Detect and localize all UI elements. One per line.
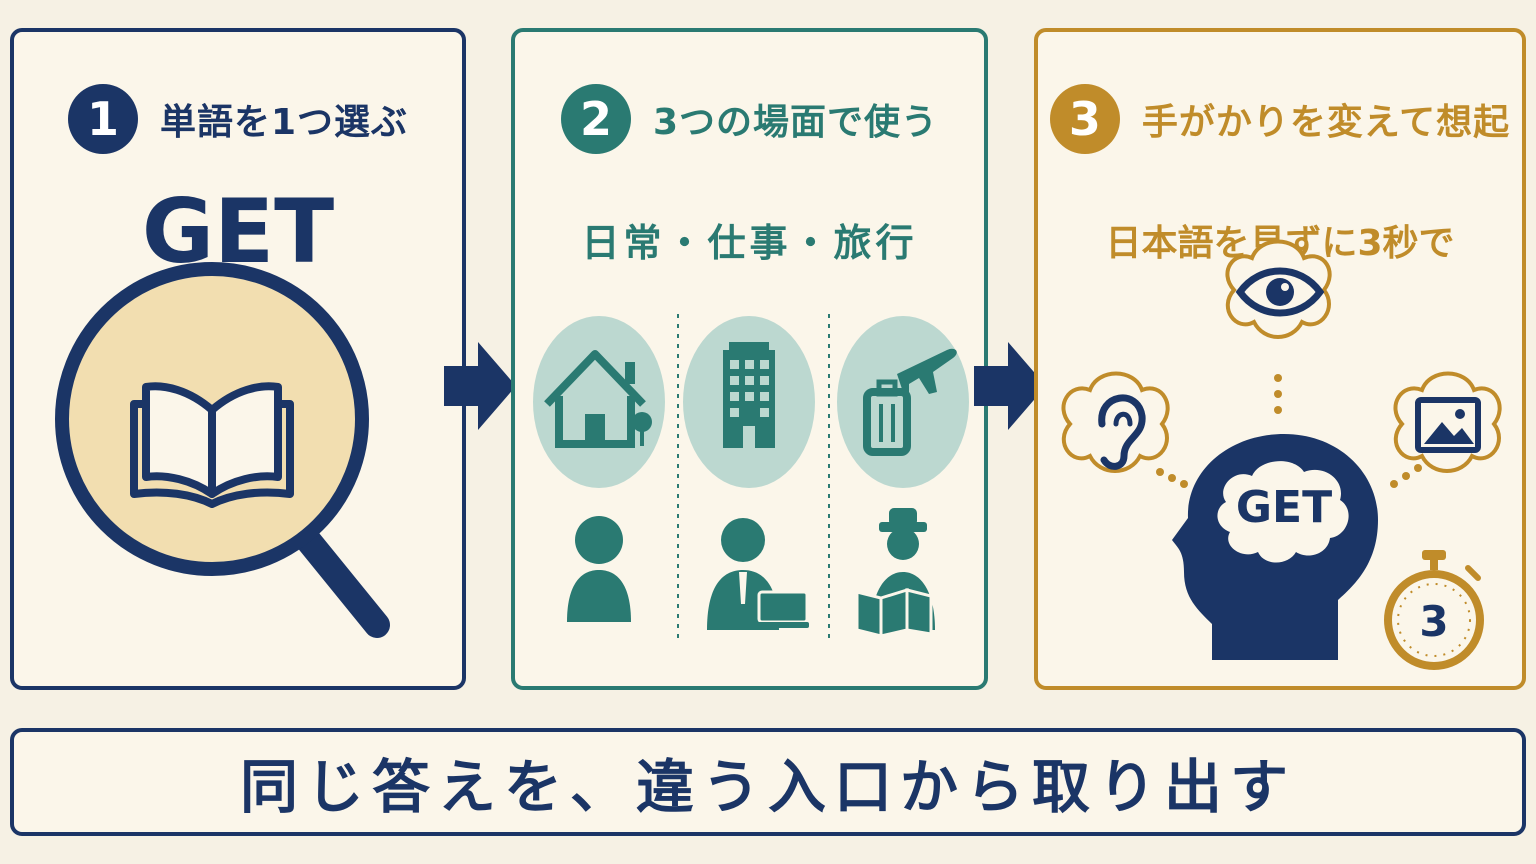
step-3-panel: 3 手がかりを変えて想起 日本語を見ずに3秒で (1034, 28, 1526, 690)
eye-icon (1225, 239, 1332, 339)
step-1-title: 単語を1つ選ぶ (159, 102, 409, 143)
arrow-right-icon (444, 342, 516, 430)
step-1-number-badge: 1 (67, 84, 138, 154)
step-2-scenes: 日常・仕事・旅行 (581, 221, 918, 265)
step-3-header: 3 手がかりを変えて想起 (1038, 84, 1522, 154)
person-icon (567, 516, 631, 622)
image-icon (1393, 371, 1502, 473)
magnifier-book-icon (55, 262, 390, 638)
step-2-title: 3つの場面で使う (652, 102, 939, 143)
step-1-panel: 1 単語を1つ選ぶ GET (10, 28, 466, 690)
businessman-icon (707, 518, 809, 630)
step-1-header: 1 単語を1つ選ぶ (14, 84, 462, 154)
arrow-right-icon (974, 342, 1046, 430)
summary-text: 同じ答えを、違う入口から取り出す (239, 753, 1296, 821)
step-3-title: 手がかりを変えて想起 (1141, 102, 1511, 143)
step-2-header: 2 3つの場面で使う (515, 84, 984, 154)
traveler-icon (855, 508, 935, 638)
step-2-number-badge: 2 (560, 84, 631, 154)
ear-icon (1061, 371, 1170, 473)
step-3-number-badge: 3 (1049, 84, 1120, 154)
head-brain-icon: GET (1172, 434, 1378, 660)
summary-banner: 同じ答えを、違う入口から取り出す (10, 728, 1526, 836)
office-building-icon (683, 316, 815, 488)
stopwatch-icon: 3 (1384, 550, 1484, 670)
brain-word: GET (1236, 482, 1332, 533)
timer-value: 3 (1419, 597, 1448, 646)
travel-icon (837, 316, 969, 488)
step-2-panel: 2 3つの場面で使う 日常・仕事・旅行 (511, 28, 988, 690)
house-icon (533, 316, 665, 488)
